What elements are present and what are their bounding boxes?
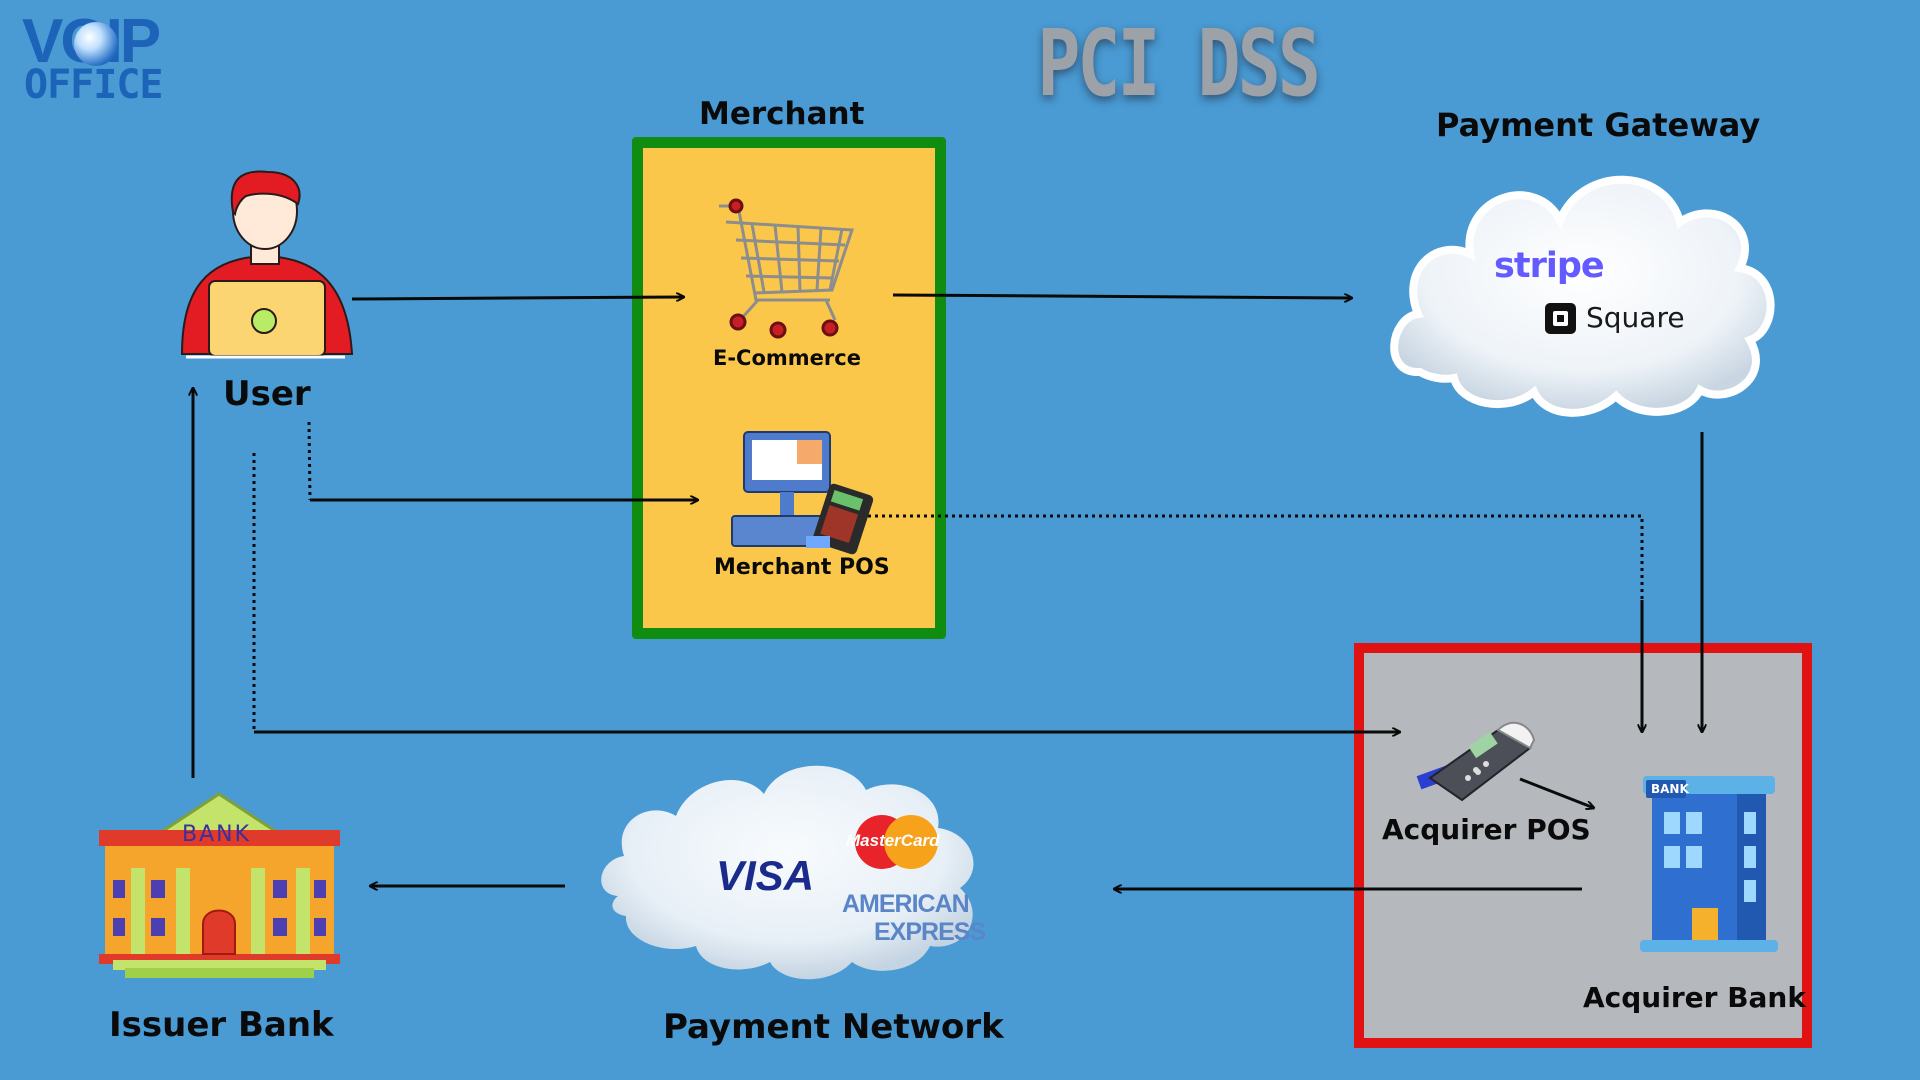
amex-logo-line2: EXPRESS: [874, 918, 986, 946]
logo-office-text: OFFICE: [24, 62, 163, 108]
payment-gateway-cloud: [1390, 175, 1775, 417]
voip-office-logo: VOIP OFFICE: [22, 7, 182, 116]
square-logo-icon: [1545, 303, 1576, 334]
acquirer-bank-sign: BANK: [1651, 782, 1689, 796]
page-title: PCI DSS: [1037, 10, 1321, 117]
issuer-bank-icon: [99, 792, 340, 978]
merchant-box: [632, 137, 946, 639]
arrow-user-to-ecommerce: [351, 297, 684, 299]
arrows: [193, 295, 1702, 889]
arrow-merchant-pos-to-acquirer: [868, 514, 1644, 600]
acquirer-bank-label: Acquirer Bank: [1583, 981, 1806, 1014]
merchant-pos-label: Merchant POS: [714, 555, 890, 580]
square-logo-text: Square: [1586, 301, 1685, 334]
globe-icon: [74, 22, 118, 66]
acquirer-pos-label: Acquirer POS: [1382, 813, 1591, 846]
payment-network-cloud: [601, 765, 974, 980]
acquirer-bank-icon: [1640, 776, 1778, 952]
issuer-bank-label: Issuer Bank: [109, 1005, 334, 1045]
arrow-user-to-merchant-pos: [307, 421, 312, 501]
arrow-acqpos-to-acqbank: [1519, 777, 1594, 808]
merchant-label: Merchant: [699, 96, 865, 132]
issuer-bank-sign: BANK: [182, 822, 252, 847]
mastercard-logo: MasterCard: [846, 831, 940, 850]
user-label: User: [223, 374, 311, 414]
arrow-ecommerce-to-gateway: [892, 295, 1352, 298]
acquirer-pos-terminal-icon: [1416, 721, 1536, 802]
shopping-cart-icon: [719, 198, 855, 339]
merchant-pos-icon: [731, 431, 874, 555]
amex-logo-line1: AMERICAN: [842, 890, 970, 918]
payment-gateway-label: Payment Gateway: [1436, 106, 1761, 144]
payment-network-label: Payment Network: [663, 1007, 1004, 1047]
ecommerce-label: E-Commerce: [713, 346, 861, 370]
visa-logo: VISA: [716, 852, 815, 899]
stripe-logo: stripe: [1494, 246, 1605, 286]
user-icon: [180, 170, 354, 359]
